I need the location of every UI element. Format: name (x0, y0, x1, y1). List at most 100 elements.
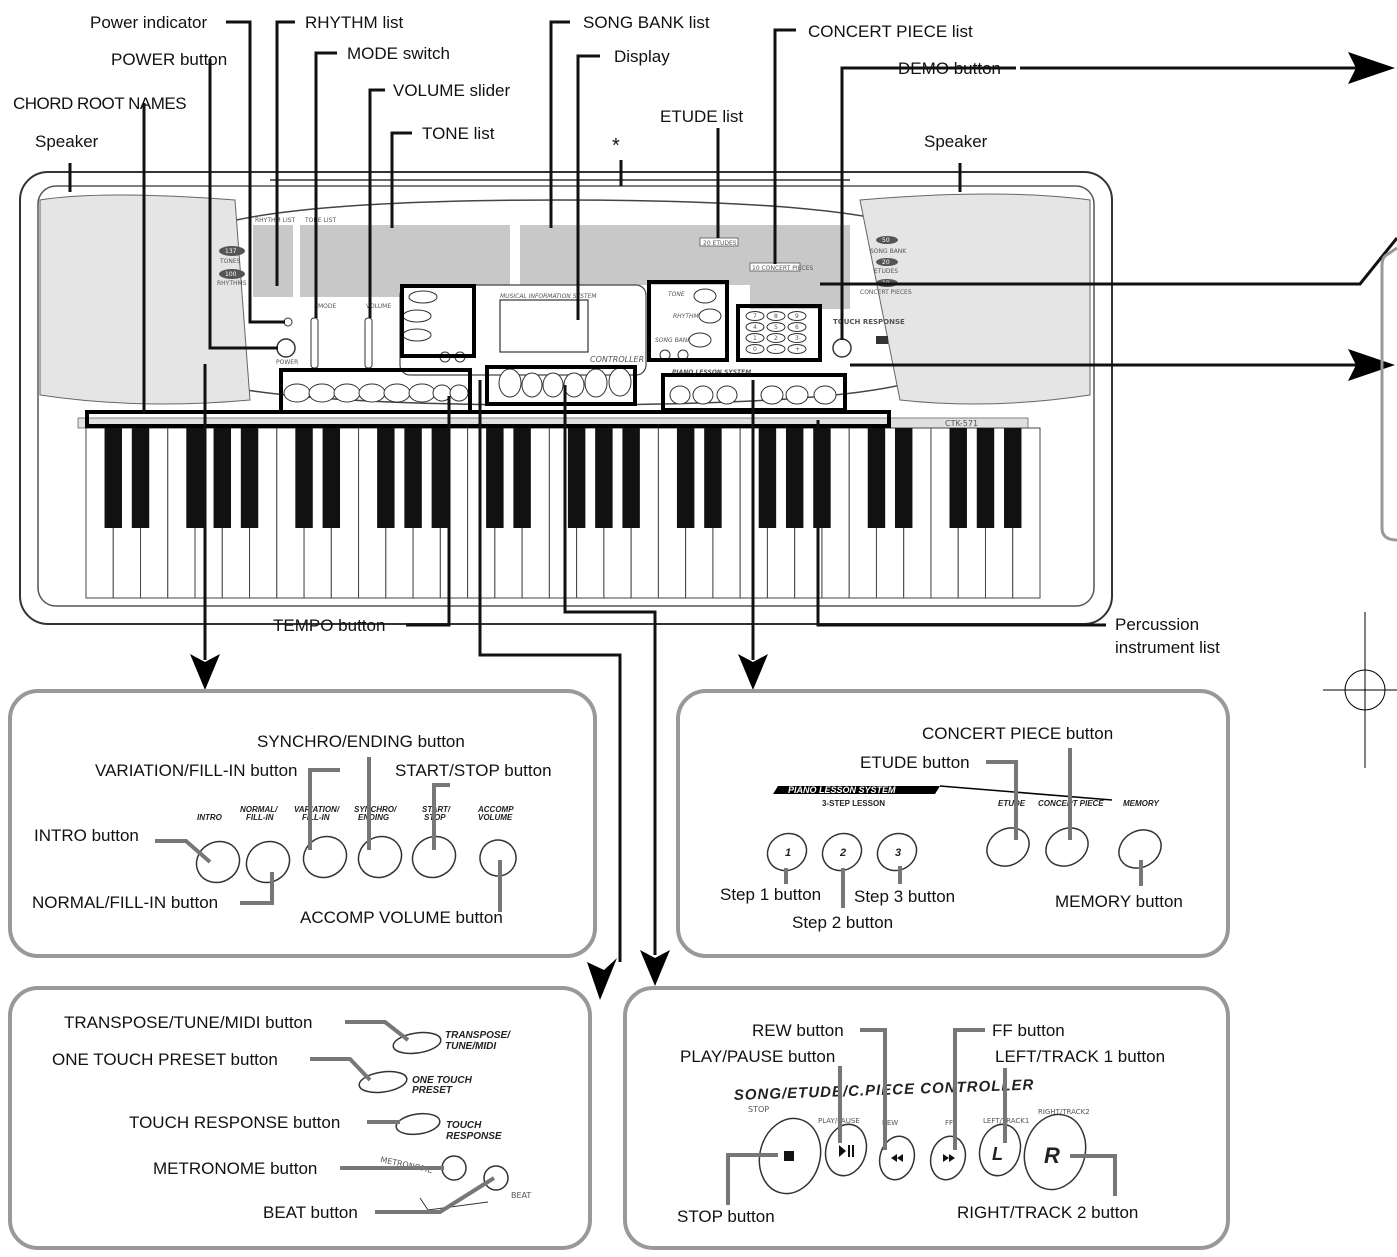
step-3-button[interactable] (871, 826, 924, 877)
black-key[interactable] (431, 428, 450, 528)
black-key[interactable] (894, 428, 913, 528)
black-key[interactable] (240, 428, 259, 528)
black-key[interactable] (622, 428, 640, 528)
step-2-button[interactable] (816, 826, 869, 877)
black-key[interactable] (567, 428, 586, 528)
beat-button[interactable] (483, 1165, 509, 1191)
keypad-key[interactable] (787, 311, 807, 321)
keypad-key[interactable] (766, 311, 786, 321)
etudes-box-text: 20 ETUDES (703, 240, 737, 247)
black-key[interactable] (1004, 428, 1022, 528)
intro-btn-text: INTRO (197, 813, 223, 822)
black-key[interactable] (104, 428, 122, 528)
normal-fill-in-label: NORMAL/FILL-IN button (32, 893, 218, 912)
volume-slider-label: VOLUME slider (393, 81, 510, 100)
memory-button[interactable] (1112, 822, 1168, 875)
black-key[interactable] (377, 428, 395, 528)
step-1-label: Step 1 button (720, 885, 821, 904)
black-key[interactable] (949, 428, 967, 528)
step-1-button[interactable] (761, 826, 814, 877)
black-key[interactable] (513, 428, 531, 528)
black-key[interactable] (785, 428, 804, 528)
kb-rhythm-row (283, 383, 469, 403)
startstop-btn-text-1: START/ (422, 805, 451, 814)
accomp-volume-button[interactable] (473, 833, 522, 882)
demo-button-label: DEMO button (898, 59, 1001, 78)
tone-strip-text: TONE LIST (304, 217, 336, 224)
keypad-key[interactable] (766, 322, 786, 332)
black-key[interactable] (404, 428, 422, 528)
keypad-key[interactable] (787, 333, 807, 343)
kb-touch-response-button[interactable] (402, 328, 432, 342)
one-touch-btn-text-1: ONE TOUCH (412, 1075, 473, 1086)
keypad-key[interactable] (745, 344, 765, 354)
memory-btn-text: MEMORY (1123, 799, 1160, 808)
keypad-key[interactable] (745, 322, 765, 332)
lesson-system-title: PIANO LESSON SYSTEM (788, 785, 896, 795)
black-key[interactable] (595, 428, 613, 528)
kb-tone-button[interactable] (693, 288, 717, 304)
keypad-key[interactable] (787, 322, 807, 332)
black-key[interactable] (186, 428, 204, 528)
black-key[interactable] (295, 428, 313, 528)
black-key[interactable] (131, 428, 150, 528)
variation-fill-in-button[interactable] (296, 829, 354, 886)
keypad-key[interactable] (745, 311, 765, 321)
kb-transpose-button[interactable] (408, 290, 438, 304)
right-track-btn-text: RIGHT/TRACK2 (1038, 1108, 1090, 1116)
keypad-key[interactable] (745, 333, 765, 343)
black-key[interactable] (976, 428, 995, 528)
transpose-btn-text-2: TUNE/MIDI (445, 1041, 496, 1052)
black-key[interactable] (676, 428, 695, 528)
stop-btn-text: STOP (748, 1105, 769, 1114)
variation-btn-text-2: FILL-IN (302, 813, 330, 822)
metronome-button[interactable] (441, 1155, 467, 1181)
touch-response-button[interactable] (395, 1111, 441, 1137)
keypad-key[interactable] (787, 344, 807, 354)
rhythm-list-strip (253, 225, 293, 297)
black-key[interactable] (867, 428, 886, 528)
controller-text: CONTROLLER (590, 355, 644, 364)
intro-button[interactable] (189, 834, 247, 891)
start-stop-button[interactable] (405, 829, 463, 886)
power-button[interactable] (276, 338, 296, 358)
play-pause-button[interactable] (820, 1120, 872, 1181)
keypad-key-label: 4 (753, 324, 757, 331)
keypad-key-label: 9 (795, 313, 799, 320)
kb-rhythm-button[interactable] (698, 308, 722, 324)
beat-label: BEAT button (263, 1203, 358, 1222)
kb-tempo-up[interactable] (449, 384, 469, 402)
rhythm-text: RHYTHM (673, 313, 700, 320)
rewind-icon (891, 1154, 897, 1162)
display-label: Display (614, 47, 670, 66)
one-touch-btn-text-2: PRESET (412, 1085, 453, 1096)
one-touch-preset-button[interactable] (358, 1069, 408, 1095)
black-key[interactable] (813, 428, 831, 528)
kb-one-touch-button[interactable] (402, 309, 432, 323)
right-track-2-button[interactable] (1016, 1108, 1094, 1197)
keypad-key[interactable] (766, 333, 786, 343)
rew-btn-text: REW (882, 1119, 898, 1127)
black-key[interactable] (704, 428, 722, 528)
kb-demo-button[interactable] (832, 338, 852, 358)
black-key[interactable] (758, 428, 777, 528)
mode-switch[interactable] (310, 317, 319, 369)
black-key[interactable] (322, 428, 341, 528)
keypad-key[interactable] (766, 344, 786, 354)
power-button-label: POWER button (111, 50, 227, 69)
tempo-button-label: TEMPO button (273, 616, 385, 635)
rhythms-badge: 100 (225, 271, 237, 278)
kb-song-bank-button[interactable] (688, 332, 712, 348)
normal-fill-in-button[interactable] (239, 834, 297, 891)
chord-root-names-label: CHORD ROOT NAMES (13, 94, 186, 113)
top-leaders (68, 20, 1397, 1000)
start-stop-label: START/STOP button (395, 761, 552, 780)
etude-button[interactable] (980, 820, 1036, 873)
black-key[interactable] (486, 428, 504, 528)
volume-slider[interactable] (364, 317, 373, 369)
concert-piece-button[interactable] (1039, 820, 1095, 873)
speaker-right (859, 193, 1091, 405)
black-key[interactable] (213, 428, 232, 528)
mode-text: MODE (318, 303, 337, 310)
